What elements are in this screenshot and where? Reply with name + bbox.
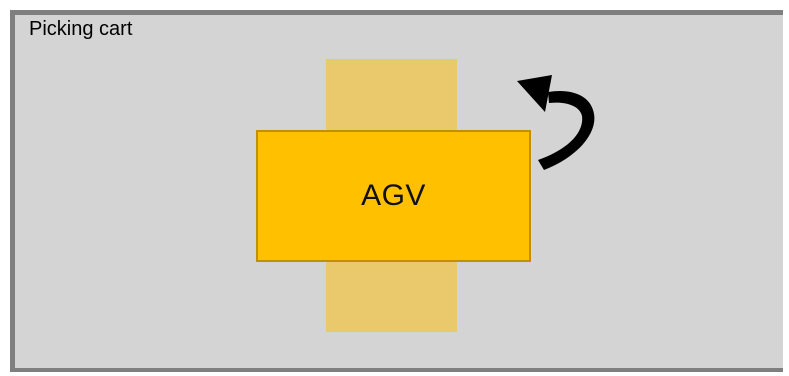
curved-arrow-icon <box>517 75 595 170</box>
agv-label: AGV <box>361 179 426 212</box>
agv-body: AGV <box>256 130 531 262</box>
cart-label: Picking cart <box>29 18 133 40</box>
